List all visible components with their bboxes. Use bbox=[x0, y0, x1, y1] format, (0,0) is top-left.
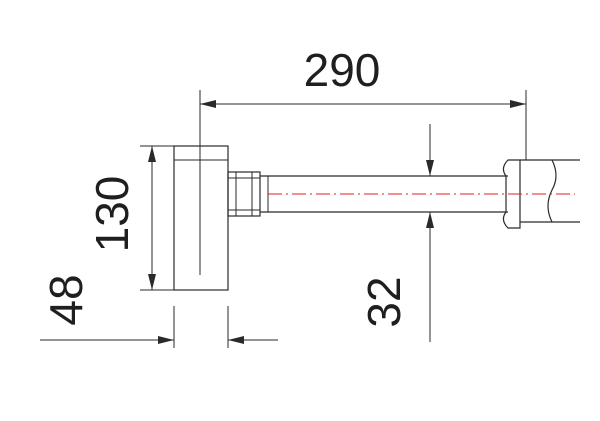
dim-label-290: 290 bbox=[304, 44, 381, 96]
dim-290: 290 bbox=[199, 44, 527, 160]
connector-nut bbox=[227, 171, 261, 217]
dim-32: 32 bbox=[358, 124, 434, 342]
nut-outline bbox=[227, 171, 261, 217]
dim-label-48: 48 bbox=[40, 274, 92, 325]
wall-flange bbox=[502, 159, 580, 229]
dim-label-32: 32 bbox=[358, 276, 410, 327]
trap-body bbox=[173, 145, 229, 291]
trap-outline bbox=[173, 145, 229, 291]
arrow-left bbox=[200, 100, 216, 108]
dim-label-130: 130 bbox=[86, 176, 138, 253]
dim-48: 48 bbox=[40, 274, 278, 348]
dim-130: 130 bbox=[86, 145, 174, 291]
arrow-right bbox=[510, 100, 526, 108]
